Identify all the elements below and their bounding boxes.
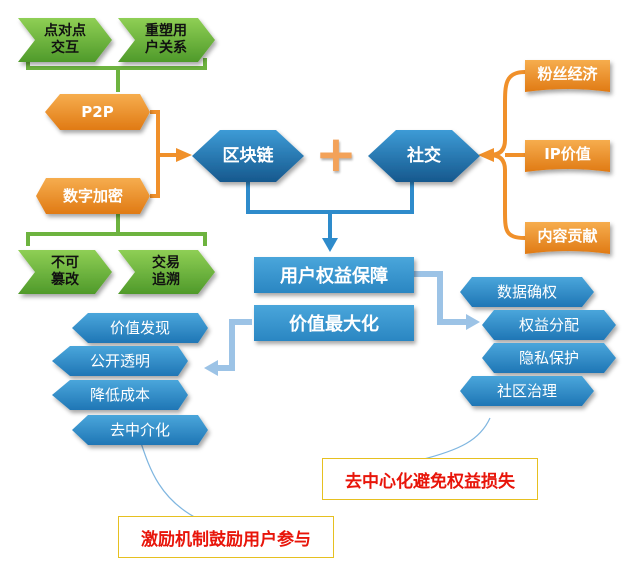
right-arrow-3	[482, 343, 616, 373]
user-rights-box: 用户权益保障	[254, 257, 414, 293]
right-arrow-1	[460, 277, 594, 307]
green-box-4	[118, 250, 215, 294]
left-list-item: 公开透明	[89, 352, 150, 370]
social-hex	[368, 130, 480, 182]
incentive-highlight: 激励机制鼓励用户参与	[118, 516, 334, 558]
green-bracket-bottom	[26, 214, 207, 246]
feature-label-immutable: 不可 篡改	[51, 255, 79, 288]
right-arrow-4	[460, 376, 594, 406]
p2p-hex	[45, 94, 150, 130]
connector-to-left-list	[214, 319, 252, 371]
callout-line-right	[419, 417, 491, 461]
right-arrow-2	[482, 310, 616, 340]
callout-line-left	[139, 439, 201, 521]
arrow-to-right-list	[466, 314, 480, 330]
p2p-label: P2P	[81, 103, 114, 121]
ip-value-label: IP价值	[544, 145, 591, 163]
crypto-hex	[36, 178, 150, 214]
right-list-item: 社区治理	[496, 382, 557, 400]
arrow-to-user-rights	[322, 238, 338, 252]
green-bracket-top	[26, 58, 207, 92]
arrow-to-social	[478, 148, 494, 162]
orange-connector-left	[150, 110, 178, 198]
left-arrow-3	[52, 380, 188, 410]
green-box-1	[18, 18, 112, 62]
green-box-2	[118, 18, 215, 62]
decentralization-highlight: 去中心化避免权益损失	[322, 458, 538, 500]
green-box-3	[18, 250, 112, 294]
left-list-item: 降低成本	[89, 386, 150, 404]
feature-label-p2p-interaction: 点对点 交互	[44, 23, 86, 56]
left-arrow-2	[52, 346, 188, 376]
content-contribution-label: 内容贡献	[537, 227, 598, 245]
social-label: 社交	[407, 145, 441, 166]
left-arrow-1	[72, 313, 208, 343]
left-list-item: 价值发现	[109, 319, 170, 337]
arrow-to-left-list	[204, 360, 218, 376]
orange-brace-right	[489, 70, 526, 240]
right-tab-3	[525, 222, 610, 254]
right-list-item: 数据确权	[496, 283, 557, 301]
arrow-to-blockchain	[176, 148, 192, 162]
connector-to-right-list	[410, 271, 470, 325]
right-list-item: 权益分配	[518, 316, 579, 334]
merge-connector	[246, 182, 414, 240]
blockchain-label: 区块链	[222, 145, 274, 166]
blockchain-hex	[192, 130, 304, 182]
plus-sign: +	[315, 125, 357, 183]
right-tab-1	[525, 60, 610, 92]
right-list-item: 隐私保护	[518, 349, 579, 367]
left-arrow-4	[72, 415, 208, 445]
right-tab-2	[525, 140, 610, 172]
feature-label-traceable: 交易 追溯	[152, 255, 180, 288]
value-max-box: 价值最大化	[254, 305, 414, 341]
feature-label-reshape-relations: 重塑用 户关系	[145, 23, 187, 56]
left-list-item: 去中介化	[109, 421, 170, 439]
crypto-label: 数字加密	[62, 187, 123, 205]
fan-economy-label: 粉丝经济	[537, 65, 598, 83]
